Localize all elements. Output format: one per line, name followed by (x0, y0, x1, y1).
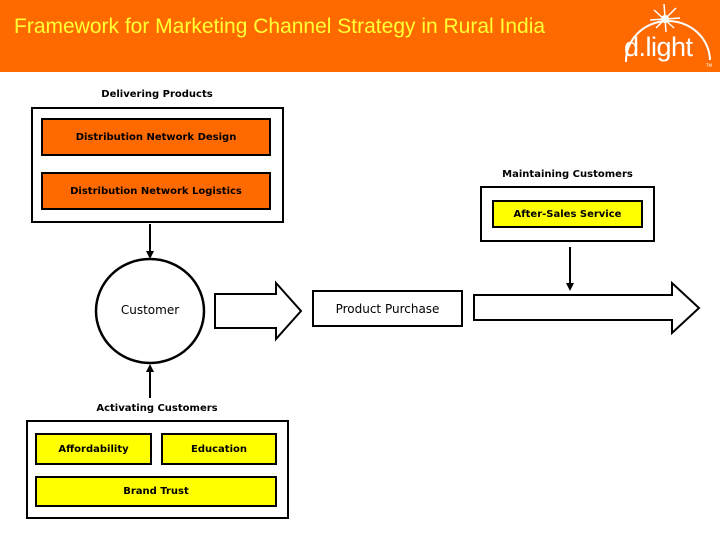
after-sales-service-box: After-Sales Service (492, 200, 643, 228)
product-purchase-box: Product Purchase (312, 290, 463, 327)
block-arrow-after-purchase (473, 280, 701, 336)
logo-text: d.light (624, 32, 693, 62)
distribution-network-design-box: Distribution Network Design (41, 118, 271, 156)
customer-label: Customer (120, 303, 180, 317)
title-bar: Framework for Marketing Channel Strategy… (0, 0, 720, 72)
trademark: TM (706, 63, 712, 68)
block-arrow-to-purchase (214, 280, 303, 342)
brand-trust-box: Brand Trust (35, 476, 277, 507)
education-box: Education (161, 433, 277, 465)
activating-customers-heading: Activating Customers (96, 403, 218, 414)
customer-circle (94, 257, 206, 365)
distribution-network-logistics-box: Distribution Network Logistics (41, 172, 271, 210)
affordability-box: Affordability (35, 433, 152, 465)
dlight-logo: d.light TM (618, 2, 714, 70)
sunburst-icon (624, 3, 711, 63)
slide-title: Framework for Marketing Channel Strategy… (14, 15, 546, 38)
delivering-products-heading: Delivering Products (101, 89, 213, 100)
maintaining-customers-heading: Maintaining Customers (502, 169, 633, 180)
